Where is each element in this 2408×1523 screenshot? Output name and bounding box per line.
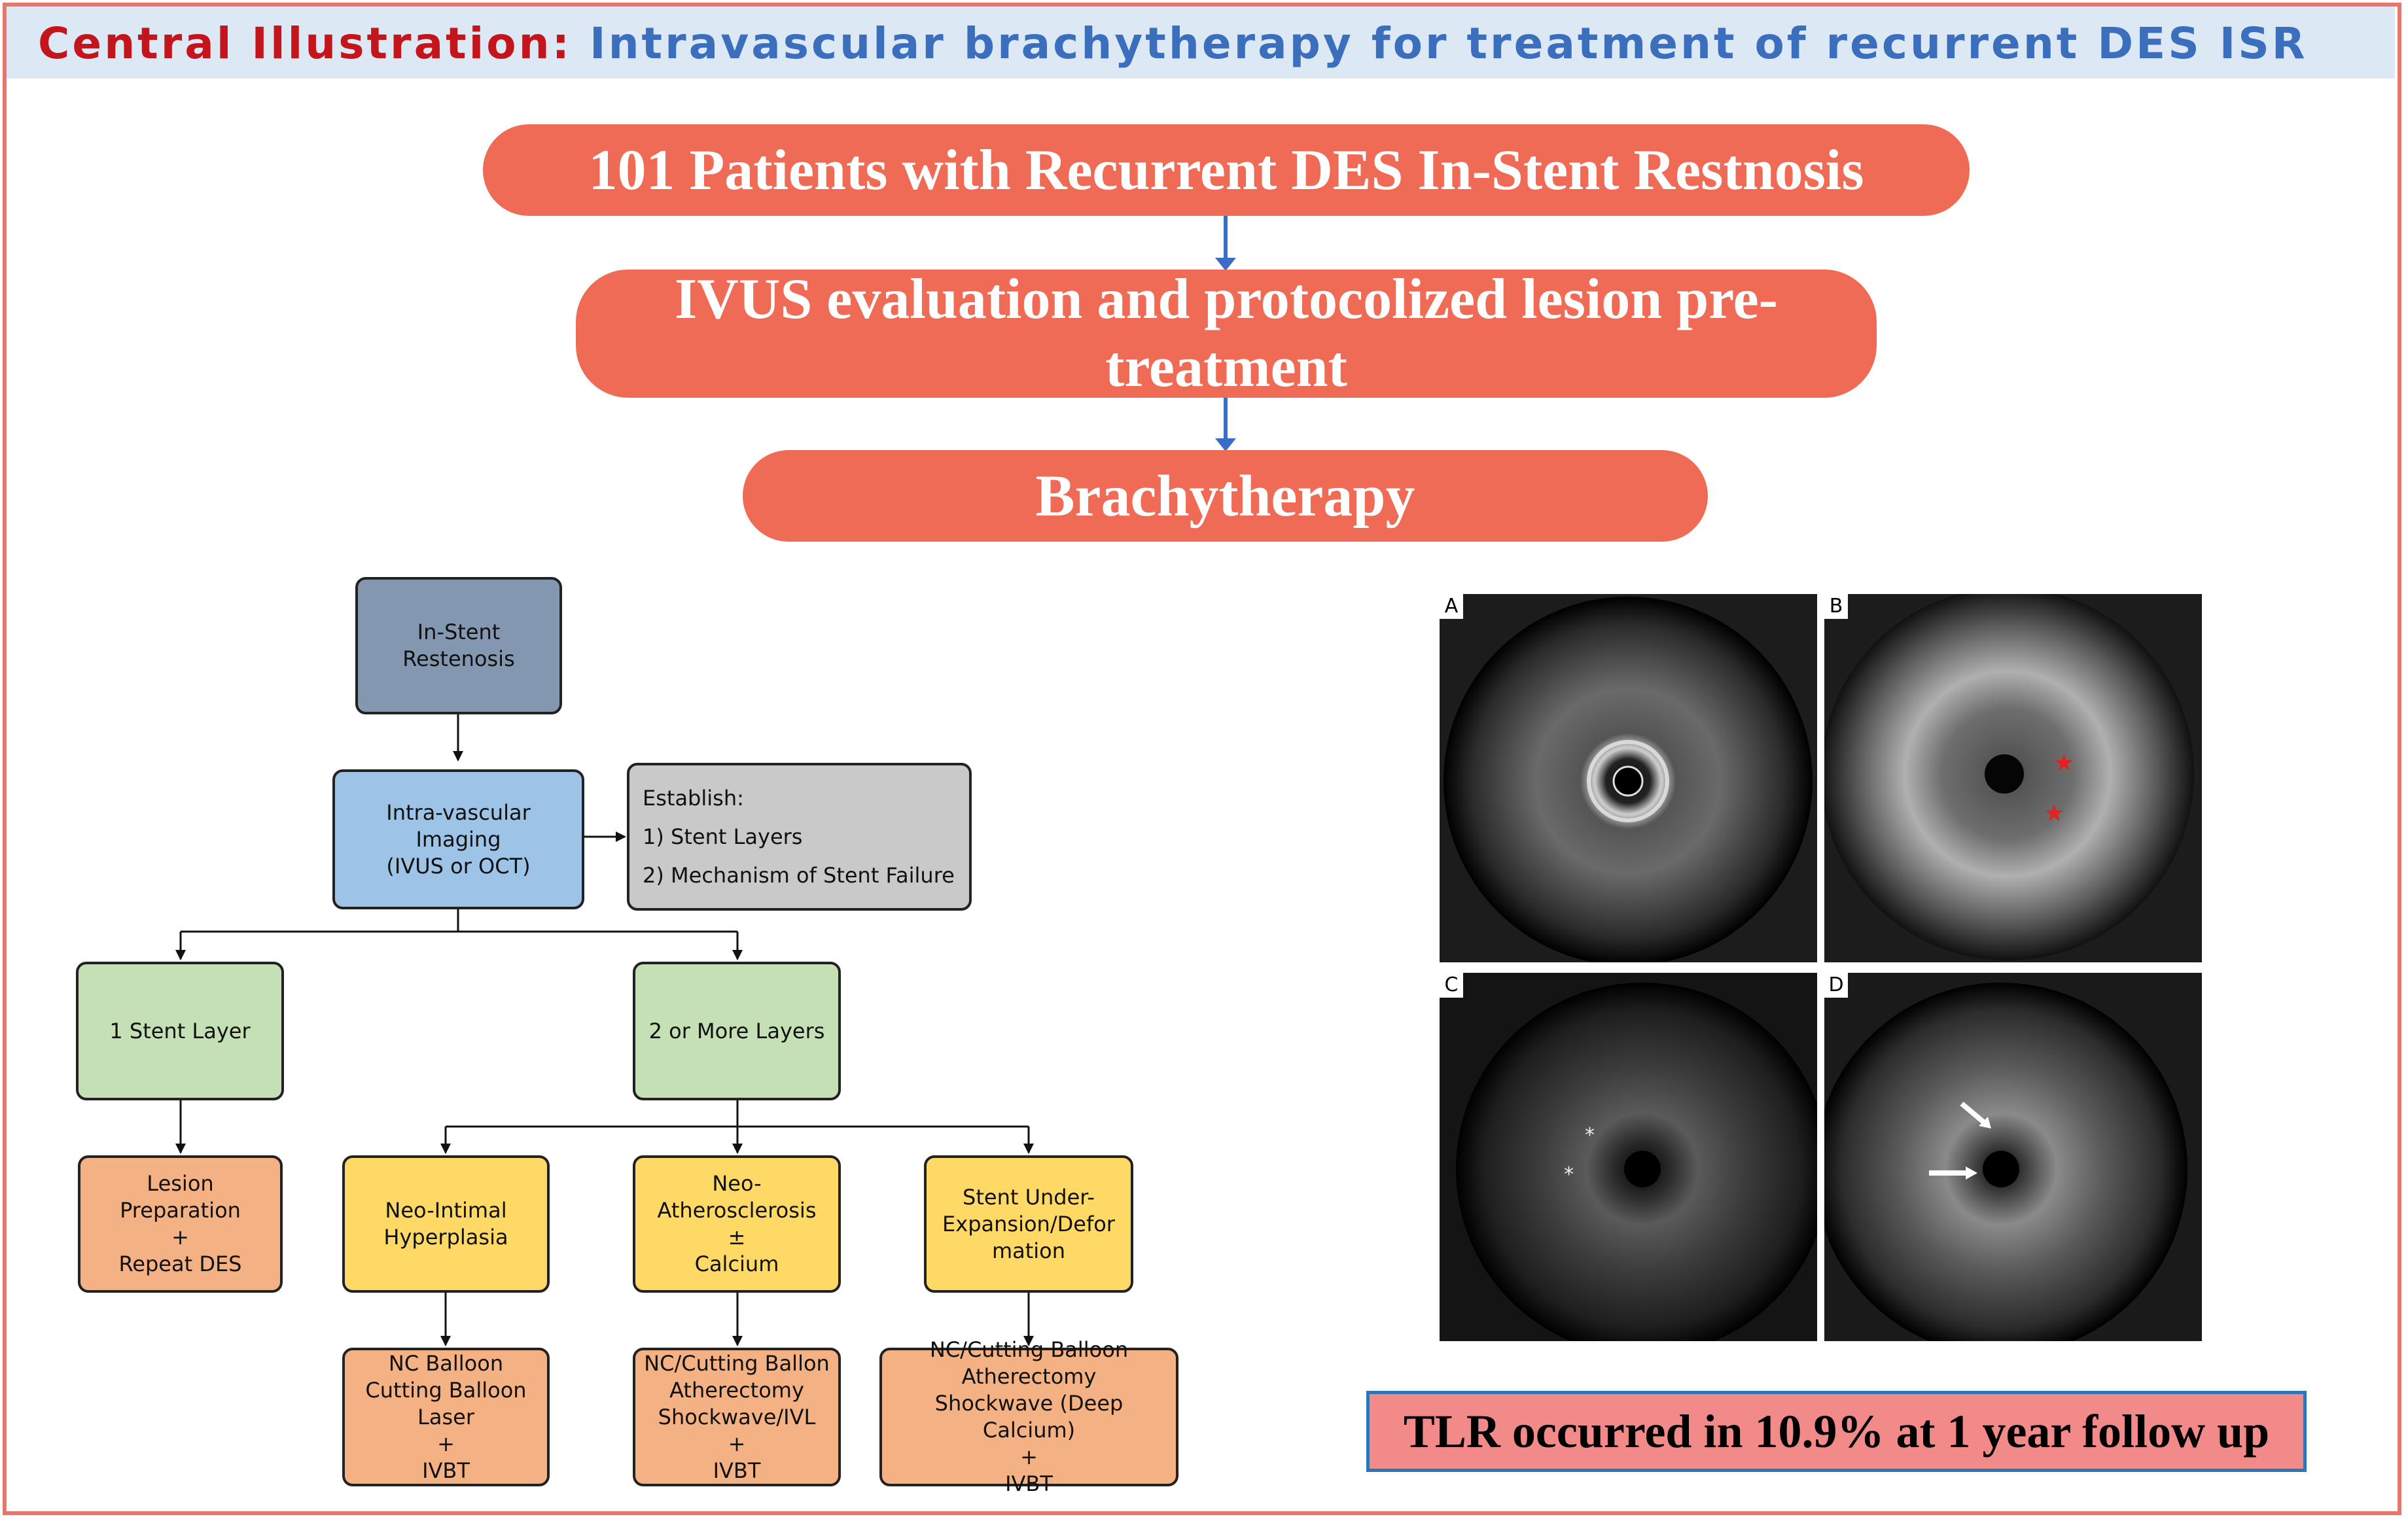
ivus-image-d (1824, 973, 2202, 1341)
svg-text:*: * (1564, 1163, 1574, 1186)
panel-label-c: C (1440, 973, 1463, 998)
treatment-nih-box: NC Balloon Cutting Balloon Laser + IVBT (342, 1348, 550, 1486)
svg-text:★: ★ (2053, 750, 2074, 777)
tlr-result-box: TLR occurred in 10.9% at 1 year follow u… (1366, 1391, 2307, 1472)
imaging-box: Intra-vascular Imaging (IVUS or OCT) (332, 769, 584, 909)
patients-pill: 101 Patients with Recurrent DES In-Stent… (483, 124, 1970, 216)
panel-label-b: B (1824, 594, 1848, 619)
ivus-panel-c: * * C (1440, 973, 1817, 1341)
establish-heading: Establish: (643, 786, 744, 811)
outer-frame (3, 3, 2401, 1515)
brachytherapy-pill: Brachytherapy (743, 450, 1708, 542)
treatment-underexpansion-box: NC/Cutting Balloon Atherectomy Shockwave… (879, 1337, 1178, 1496)
one-stent-layer-box: 1 Stent Layer (76, 962, 284, 1100)
ivus-panel-a: A (1440, 594, 1817, 962)
header-text: Central Illustration: Intravascular brac… (38, 18, 2308, 69)
ivus-image-b: ★ ★ (1824, 594, 2202, 962)
panel-label-a: A (1440, 594, 1463, 619)
svg-text:★: ★ (2044, 800, 2064, 827)
header-bar: Central Illustration: Intravascular brac… (7, 7, 2395, 79)
header-title: Intravascular brachytherapy for treatmen… (590, 18, 2308, 69)
header-label: Central Illustration: (38, 18, 573, 69)
lesion-preparation-box: Lesion Preparation + Repeat DES (78, 1155, 283, 1293)
ivus-pretreatment-pill: IVUS evaluation and protocolized lesion … (576, 268, 1877, 399)
isr-box: In-Stent Restenosis (355, 577, 562, 714)
establish-item-1: 1) Stent Layers (643, 824, 803, 849)
svg-text:*: * (1585, 1124, 1595, 1147)
ivus-panel-b: ★ ★ B (1824, 594, 2202, 962)
establish-box: Establish: 1) Stent Layers 2) Mechanism … (627, 763, 972, 911)
panel-label-d: D (1824, 973, 1848, 998)
neo-intimal-hyperplasia-box: Neo-Intimal Hyperplasia (342, 1155, 550, 1293)
ivus-image-a (1440, 594, 1817, 962)
stent-underexpansion-box: Stent Under- Expansion/Defor mation (924, 1155, 1133, 1293)
ivus-panel-d: D (1824, 973, 2202, 1341)
two-or-more-layers-box: 2 or More Layers (633, 962, 841, 1100)
treatment-neo-box: NC/Cutting Ballon Atherectomy Shockwave/… (633, 1348, 841, 1486)
establish-item-2: 2) Mechanism of Stent Failure (643, 863, 955, 888)
ivus-image-c: * * (1440, 973, 1817, 1341)
neo-atherosclerosis-box: Neo- Atherosclerosis ± Calcium (633, 1155, 841, 1293)
